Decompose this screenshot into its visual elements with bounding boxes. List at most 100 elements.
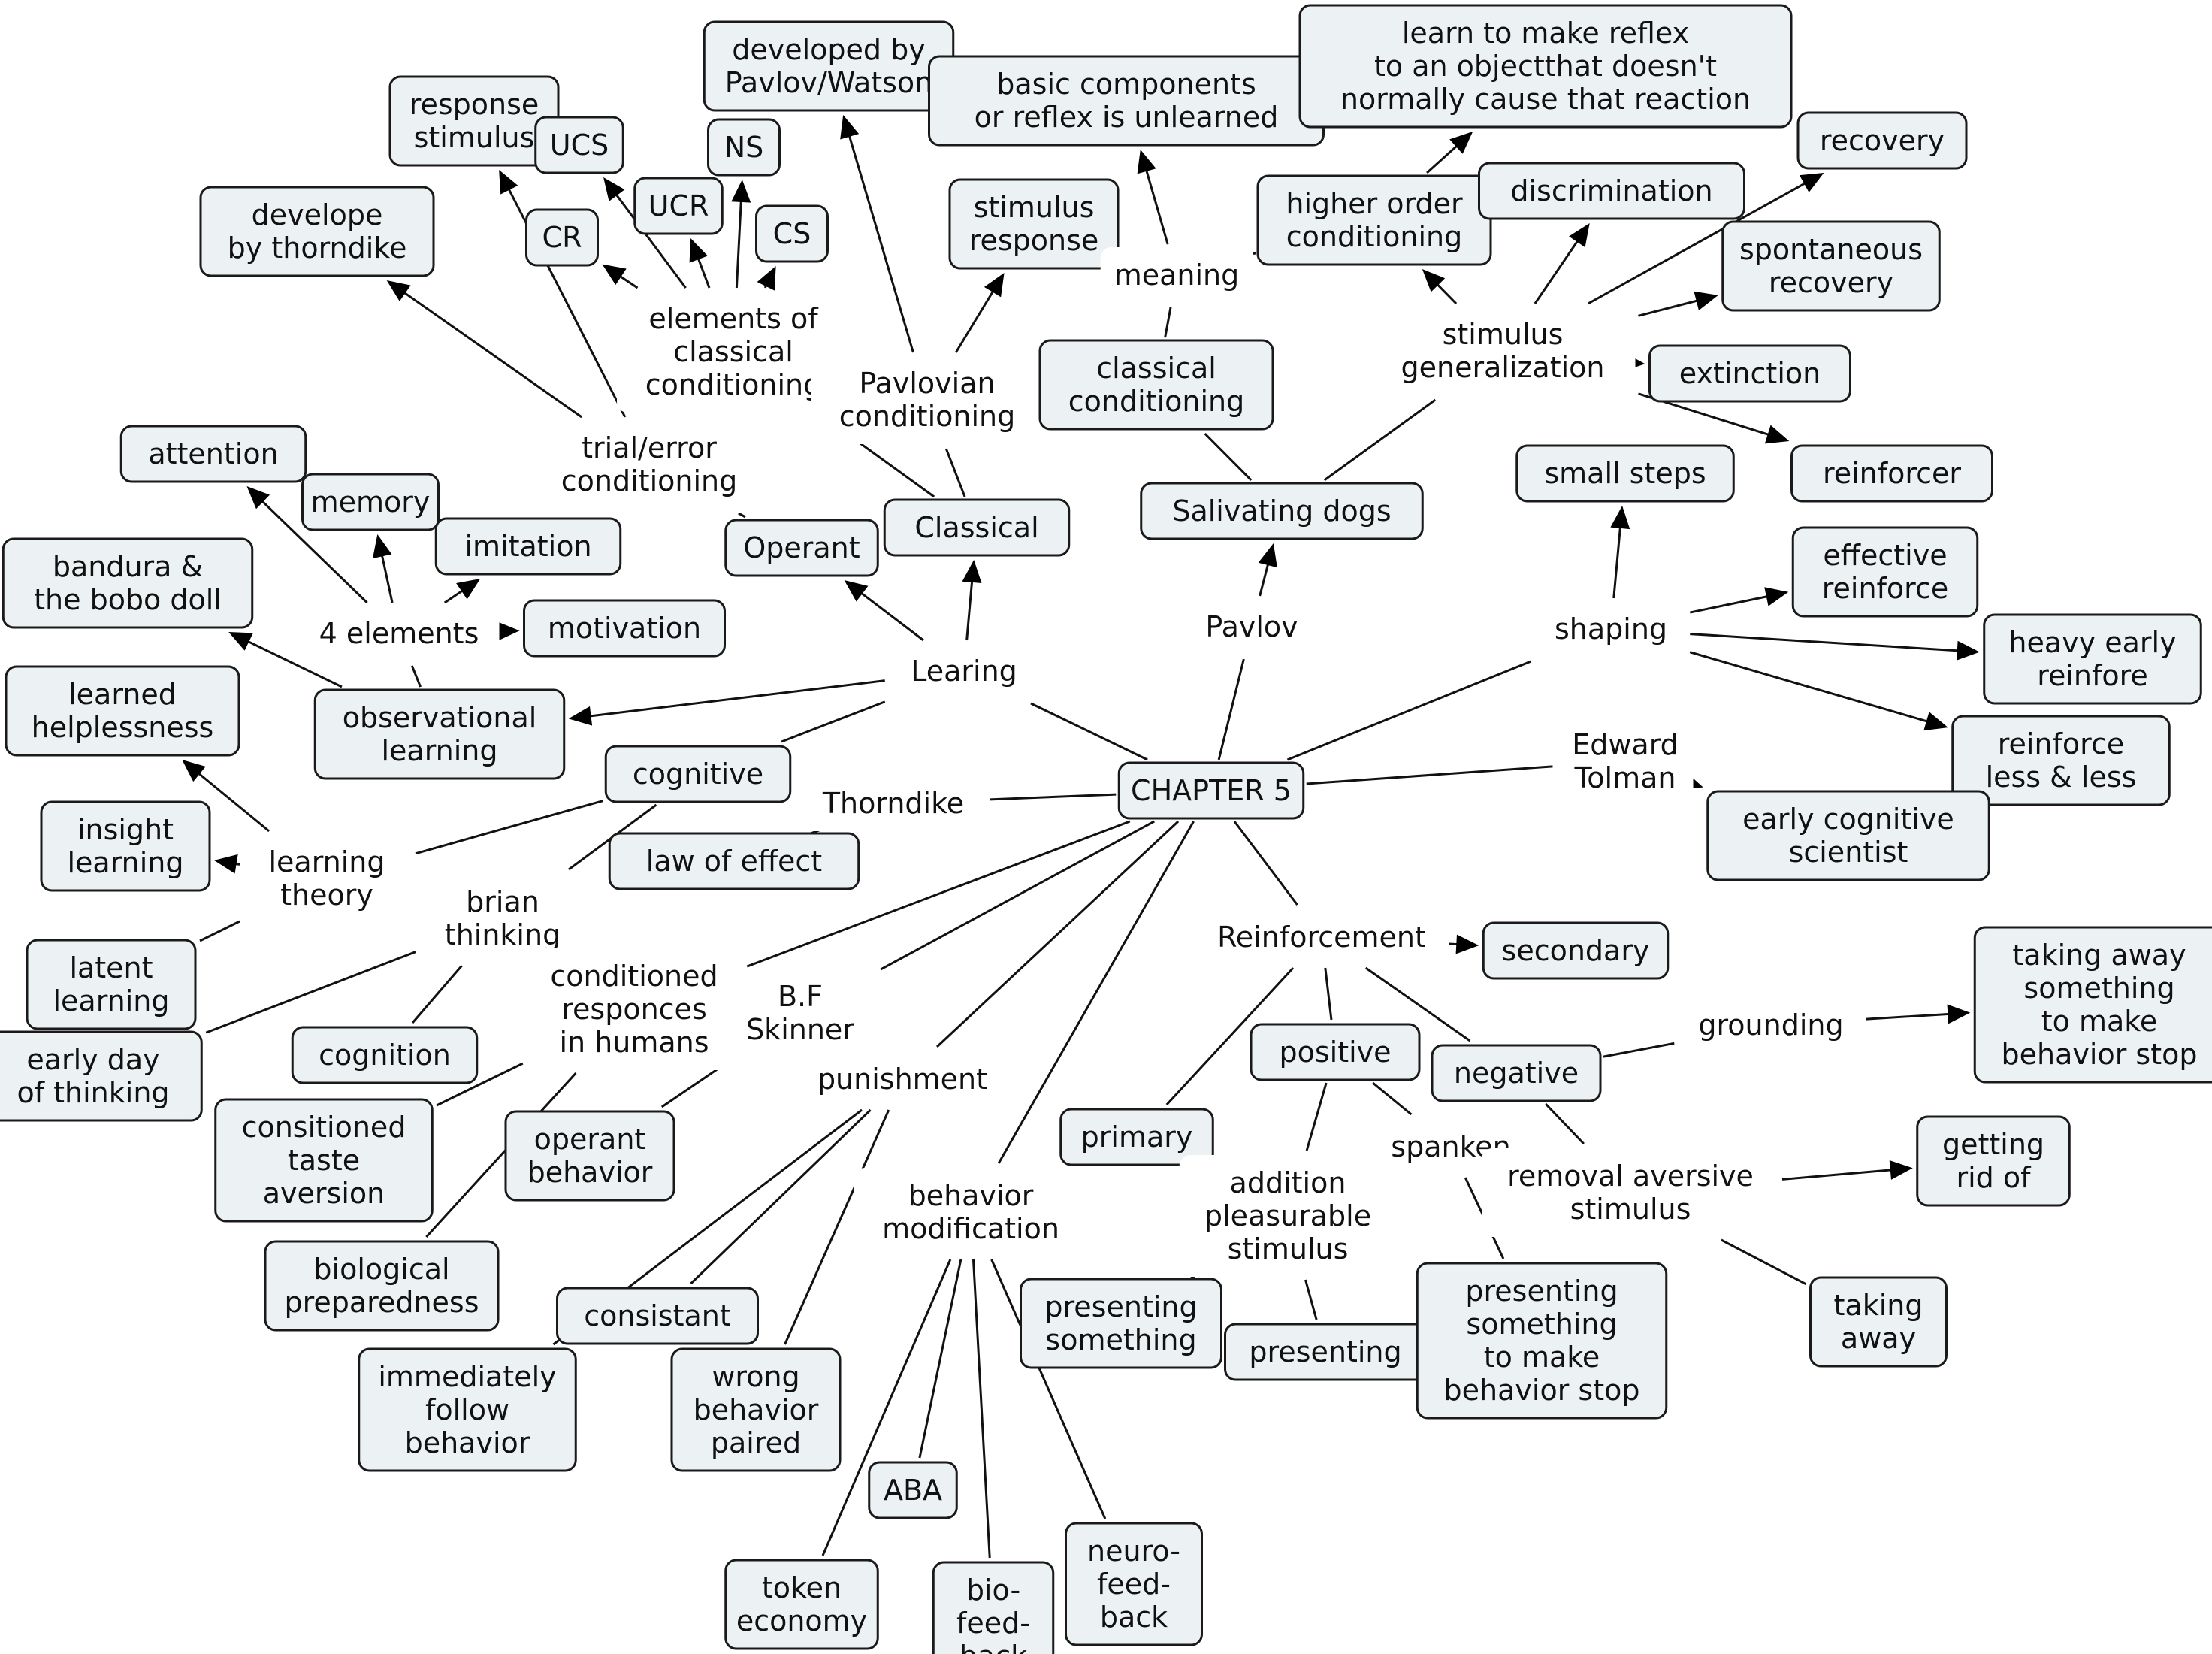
concept-ucr: UCR bbox=[633, 177, 724, 235]
connector-salivating-to-classcond bbox=[1204, 432, 1253, 482]
connector-line bbox=[972, 1259, 991, 1559]
concept-text: scientist bbox=[1789, 836, 1908, 869]
concept-box bbox=[932, 1561, 1055, 1654]
connector-elements-to-ucs bbox=[603, 177, 687, 289]
concept-text: something bbox=[1045, 1323, 1196, 1356]
concept-text: paired bbox=[711, 1426, 801, 1459]
concepts: CHAPTER 5LearingOperantClassicaltrial/er… bbox=[0, 4, 2212, 1654]
label-background bbox=[1557, 717, 1694, 806]
concept-text: aversion bbox=[263, 1177, 385, 1210]
concept-box bbox=[214, 1098, 434, 1223]
concept-text: neuro- bbox=[1087, 1535, 1180, 1568]
concept-text: back bbox=[1100, 1601, 1168, 1634]
connector-line bbox=[1217, 658, 1245, 760]
label-background bbox=[617, 291, 850, 413]
connector-line bbox=[1603, 1042, 1675, 1058]
concept-motivation: motivation bbox=[523, 599, 726, 658]
connector-removal-to-gettingrid bbox=[1781, 1160, 1913, 1181]
concept-text: reinforcer bbox=[1823, 457, 1961, 490]
arrowhead-icon bbox=[984, 273, 1005, 298]
concept-text: spontaneous bbox=[1739, 233, 1923, 266]
concept-neurofeedback: neuro-feed-back bbox=[1065, 1522, 1203, 1646]
concept-text: conditioning bbox=[1286, 220, 1462, 253]
concept-text: Edward bbox=[1572, 728, 1679, 761]
concept-text: learning bbox=[53, 984, 169, 1017]
concept-text: immediately bbox=[378, 1360, 556, 1393]
label-background bbox=[525, 948, 743, 1070]
connector-line bbox=[848, 133, 914, 353]
connector-line bbox=[1545, 1102, 1585, 1145]
connector-learing-to-cognitive bbox=[781, 700, 886, 743]
concept-cognitive: cognitive bbox=[604, 745, 792, 803]
connector-elements-to-cr bbox=[602, 264, 639, 289]
concept-text: theory bbox=[280, 878, 373, 912]
connector-line bbox=[735, 198, 742, 289]
connector-reinforcement-to-negative bbox=[1364, 966, 1471, 1042]
concept-text: presenting bbox=[1044, 1290, 1197, 1323]
label-background bbox=[1679, 997, 1863, 1053]
arrowhead-icon bbox=[372, 534, 392, 559]
concept-grounding: grounding bbox=[1679, 997, 1863, 1053]
concept-text: behavior stop bbox=[1444, 1374, 1640, 1407]
connector-shaping-to-effective bbox=[1689, 587, 1789, 614]
concept-text: develope bbox=[252, 198, 383, 231]
connector-line bbox=[411, 965, 463, 1024]
connector-line bbox=[1306, 765, 1553, 785]
concept-box bbox=[556, 1287, 759, 1345]
arrowhead-icon bbox=[731, 180, 751, 203]
concept-smallsteps: small steps bbox=[1515, 444, 1735, 503]
concept-text: primary bbox=[1081, 1120, 1193, 1154]
concept-text: operant bbox=[534, 1123, 646, 1156]
arrowhead-icon bbox=[1956, 640, 1980, 661]
concept-box bbox=[724, 1559, 879, 1650]
concept-primary: primary bbox=[1059, 1108, 1214, 1166]
concept-text: observational bbox=[343, 701, 537, 734]
concept-text: in humans bbox=[559, 1026, 709, 1059]
concept-text: modification bbox=[882, 1212, 1059, 1245]
connector-line bbox=[196, 771, 270, 833]
concept-consistant: consistant bbox=[556, 1287, 759, 1345]
concept-text: consitioned bbox=[242, 1111, 406, 1144]
connector-line bbox=[1781, 1169, 1893, 1181]
concept-text: taste bbox=[288, 1144, 360, 1177]
concept-text: presenting bbox=[1249, 1335, 1401, 1368]
connector-trialerror-to-develope bbox=[386, 280, 583, 419]
concept-text: negative bbox=[1454, 1057, 1579, 1090]
connector-line bbox=[1435, 282, 1458, 305]
concept-cognition: cognition bbox=[291, 1026, 479, 1084]
concept-operant: Operant bbox=[724, 519, 879, 577]
connector-learningtheory-to-helplessness bbox=[182, 760, 270, 833]
connector-line bbox=[1721, 1238, 1807, 1286]
label-background bbox=[1370, 307, 1636, 395]
connector-behaviormod-to-biofeedback bbox=[972, 1259, 991, 1559]
concept-learing: Learing bbox=[887, 643, 1041, 699]
concept-box bbox=[1298, 4, 1793, 129]
connector-elements-to-cs bbox=[757, 266, 776, 291]
connector-chapter5-to-condresp bbox=[746, 820, 1131, 968]
arrowhead-icon bbox=[1889, 1160, 1913, 1180]
connector-addition-to-presenting bbox=[1304, 1279, 1318, 1320]
connector-chapter5-to-pavlov bbox=[1217, 658, 1245, 760]
arrowhead-icon bbox=[1258, 543, 1277, 568]
concept-text: economy bbox=[736, 1604, 867, 1637]
label-background bbox=[1183, 599, 1320, 655]
concept-ucs: UCS bbox=[534, 116, 624, 174]
concept-text: stimulus bbox=[974, 191, 1095, 224]
concept-box bbox=[948, 178, 1120, 270]
connector-behaviormod-to-neurofeedback bbox=[990, 1259, 1107, 1519]
arrowhead-icon bbox=[182, 760, 206, 782]
concept-box bbox=[26, 939, 197, 1030]
concept-text: stimulus bbox=[1443, 318, 1564, 351]
connector-line bbox=[614, 192, 687, 289]
connector-line bbox=[990, 1259, 1107, 1519]
concept-box bbox=[1482, 921, 1670, 980]
connector-line bbox=[965, 579, 974, 641]
connector-pavlovian-to-stimresp bbox=[954, 273, 1005, 353]
